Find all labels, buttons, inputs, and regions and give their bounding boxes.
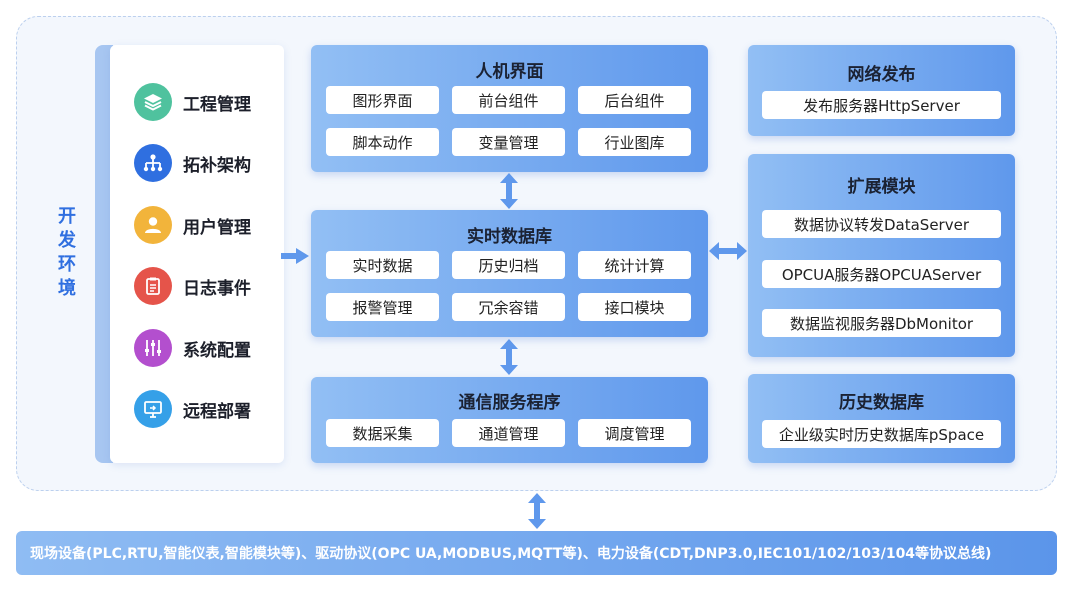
rtdb-item[interactable]: 实时数据 — [326, 251, 439, 279]
publish-item[interactable]: 发布服务器HttpServer — [762, 91, 1001, 119]
dev-env-label: 开发环境 — [58, 206, 76, 299]
comm-item[interactable]: 数据采集 — [326, 419, 439, 447]
ext-item[interactable]: 数据协议转发DataServer — [762, 210, 1001, 238]
clipboard-icon — [134, 267, 172, 305]
hmi-item[interactable]: 后台组件 — [578, 86, 691, 114]
comm-item[interactable]: 调度管理 — [578, 419, 691, 447]
rtdb-box: 实时数据库 实时数据 历史归档 统计计算 报警管理 冗余容错 接口模块 — [311, 210, 708, 337]
rtdb-item[interactable]: 历史归档 — [452, 251, 565, 279]
feature-log-events[interactable]: 日志事件 — [134, 266, 251, 306]
up-down-arrow-icon — [500, 173, 518, 209]
left-right-arrow-icon — [709, 242, 747, 260]
feature-project-management[interactable]: 工程管理 — [134, 82, 251, 122]
sliders-icon — [134, 329, 172, 367]
hmi-item[interactable]: 图形界面 — [326, 86, 439, 114]
feature-system-config[interactable]: 系统配置 — [134, 328, 251, 368]
publish-title: 网络发布 — [847, 65, 916, 85]
feature-label: 用户管理 — [183, 217, 251, 238]
hmi-item[interactable]: 变量管理 — [452, 128, 565, 156]
feature-label: 日志事件 — [183, 278, 251, 299]
field-devices-text: 现场设备(PLC,RTU,智能仪表,智能模块等)、驱动协议(OPC UA,MOD… — [30, 546, 992, 562]
feature-label: 工程管理 — [183, 94, 251, 115]
right-arrow-icon — [281, 248, 309, 264]
ext-item[interactable]: 数据监视服务器DbMonitor — [762, 309, 1001, 337]
dev-env-panel: 工程管理 拓补架构 用户管理 日志事件 系统配置 远程部署 — [110, 45, 284, 463]
ext-box: 扩展模块 数据协议转发DataServer OPCUA服务器OPCUAServe… — [748, 154, 1015, 357]
comm-item[interactable]: 通道管理 — [452, 419, 565, 447]
feature-topology[interactable]: 拓补架构 — [134, 143, 251, 183]
hist-title: 历史数据库 — [839, 393, 924, 413]
hmi-title: 人机界面 — [475, 62, 544, 82]
rtdb-item[interactable]: 接口模块 — [578, 293, 691, 321]
feature-user-management[interactable]: 用户管理 — [134, 205, 251, 245]
publish-box: 网络发布 发布服务器HttpServer — [748, 45, 1015, 136]
layers-icon — [134, 83, 172, 121]
field-devices-bar: 现场设备(PLC,RTU,智能仪表,智能模块等)、驱动协议(OPC UA,MOD… — [16, 531, 1057, 575]
hmi-item[interactable]: 脚本动作 — [326, 128, 439, 156]
hmi-item[interactable]: 行业图库 — [578, 128, 691, 156]
dev-env-bracket — [95, 45, 113, 463]
monitor-icon — [134, 390, 172, 428]
hist-box: 历史数据库 企业级实时历史数据库pSpace — [748, 374, 1015, 463]
up-down-arrow-icon — [528, 493, 546, 529]
comm-box: 通信服务程序 数据采集 通道管理 调度管理 — [311, 377, 708, 463]
up-down-arrow-icon — [500, 339, 518, 375]
hmi-item[interactable]: 前台组件 — [452, 86, 565, 114]
comm-title: 通信服务程序 — [458, 393, 561, 413]
rtdb-title: 实时数据库 — [467, 227, 552, 247]
rtdb-item[interactable]: 报警管理 — [326, 293, 439, 321]
rtdb-item[interactable]: 统计计算 — [578, 251, 691, 279]
ext-title: 扩展模块 — [847, 177, 916, 197]
hist-item[interactable]: 企业级实时历史数据库pSpace — [762, 420, 1001, 448]
user-icon — [134, 206, 172, 244]
topology-icon — [134, 144, 172, 182]
hmi-box: 人机界面 图形界面 前台组件 后台组件 脚本动作 变量管理 行业图库 — [311, 45, 708, 172]
feature-remote-deploy[interactable]: 远程部署 — [134, 389, 251, 429]
rtdb-item[interactable]: 冗余容错 — [452, 293, 565, 321]
feature-label: 拓补架构 — [183, 155, 251, 176]
feature-label: 远程部署 — [183, 401, 251, 422]
ext-item[interactable]: OPCUA服务器OPCUAServer — [762, 260, 1001, 288]
feature-label: 系统配置 — [183, 340, 251, 361]
